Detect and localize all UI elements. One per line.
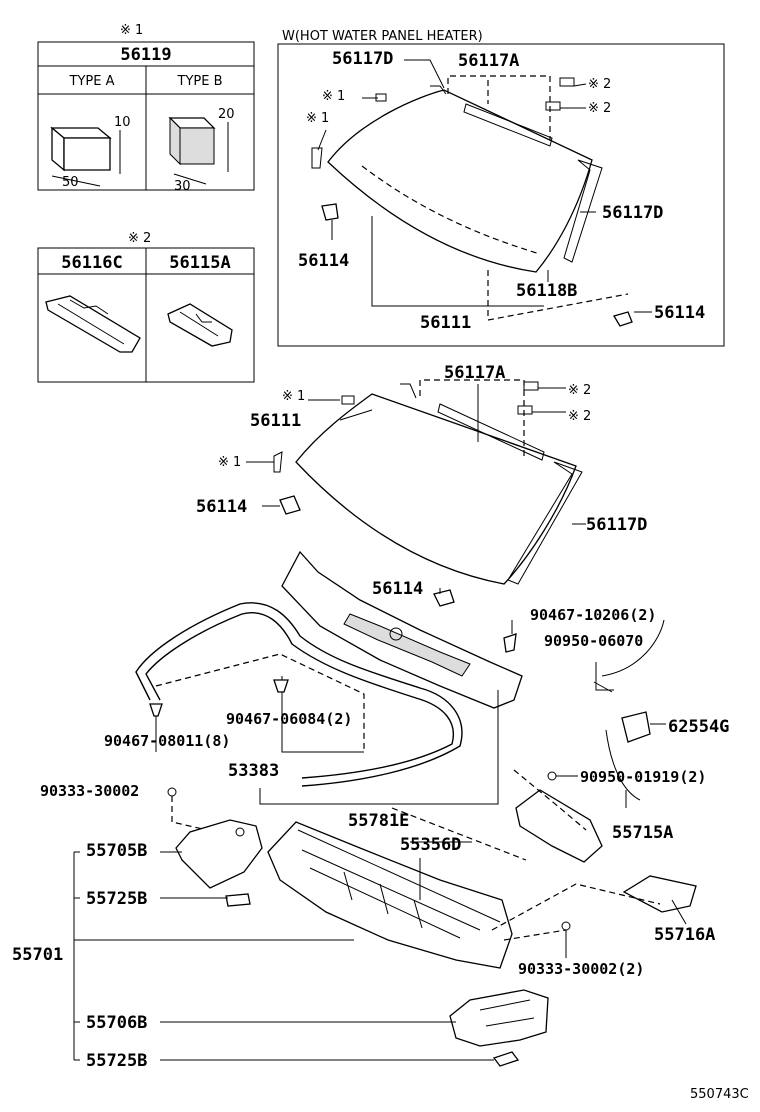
label-grommet-90950-01919: 90950-01919(2) <box>580 768 706 786</box>
label-plate-55725b-bottom: 55725B <box>86 1051 147 1071</box>
heater-label-56114-left: 56114 <box>298 251 349 271</box>
windshield-label-56117a: 56117A <box>444 363 505 383</box>
windshield-group: 56117A ※ 2 ※ 2 ※ 1 56111 ※ 1 56114 56117… <box>196 363 647 607</box>
label-clip-90467-08011: 90467-08011(8) <box>104 732 230 750</box>
legend-box-56119: ※ 1 56119 TYPE A TYPE B 10 50 20 30 <box>37 23 255 194</box>
label-brace-55706b: 55706B <box>86 1013 147 1033</box>
cowl-panel <box>267 821 513 969</box>
heater-mark-1b: ※ 1 <box>306 111 329 126</box>
part-56116c-drawing <box>45 295 141 353</box>
windshield-mark-1a: ※ 1 <box>282 389 305 404</box>
windshield-label-56114-bottom: 56114 <box>372 579 423 599</box>
type-b-height-dim: 20 <box>218 107 235 122</box>
legend-1-part-number: 56119 <box>120 45 171 65</box>
label-plate-55725b-top: 55725B <box>86 889 147 909</box>
windshield-label-56111: 56111 <box>250 411 301 431</box>
plate-top <box>225 893 251 907</box>
label-assembly-55701: 55701 <box>12 945 63 965</box>
type-a-height-dim: 10 <box>114 115 131 130</box>
legend-2-part-left: 56116C <box>61 253 122 273</box>
label-bolt-90467-10206: 90467-10206(2) <box>530 606 656 624</box>
legend-box-2: ※ 2 56116C 56115A <box>37 231 255 383</box>
heater-windshield-glass <box>327 89 593 273</box>
label-bracket-55716a: 55716A <box>654 925 715 945</box>
brace-left <box>175 819 263 889</box>
heater-box-title: W(HOT WATER PANEL HEATER) <box>282 29 483 44</box>
heater-box-frame <box>277 43 725 347</box>
windshield-mark-2b: ※ 2 <box>568 409 591 424</box>
label-bracket-55715a: 55715A <box>612 823 673 843</box>
type-a-pad-drawing <box>50 126 121 187</box>
label-nozzle-62554g: 62554G <box>668 717 729 737</box>
type-a-width-dim: 50 <box>62 175 79 190</box>
label-brace-55705b: 55705B <box>86 841 147 861</box>
label-bolt-90950-06070: 90950-06070 <box>544 632 643 650</box>
heater-label-56117a: 56117A <box>458 51 519 71</box>
windshield-label-56117d: 56117D <box>586 515 647 535</box>
brace-lower <box>449 989 549 1047</box>
legend-1-ref-mark: ※ 1 <box>120 23 143 38</box>
part-56115a-drawing <box>167 303 233 347</box>
figure-id: 550743C <box>690 1087 749 1102</box>
heater-variant-box: W(HOT WATER PANEL HEATER) 56117D 56117A … <box>277 29 725 347</box>
nozzle-part <box>621 711 651 743</box>
weatherstrip <box>135 602 463 787</box>
windshield-mark-1b: ※ 1 <box>218 455 241 470</box>
legend-1-type-b: TYPE B <box>177 74 223 89</box>
heater-label-56117d-top: 56117D <box>332 49 393 69</box>
heater-label-56114-right: 56114 <box>654 303 705 323</box>
label-pin-90333-left: 90333-30002 <box>40 782 139 800</box>
label-panel-55356d: 55356D <box>400 835 461 855</box>
windshield-mark-2a: ※ 2 <box>568 383 591 398</box>
windshield-glass <box>295 393 577 585</box>
legend-1-type-a: TYPE A <box>69 74 115 89</box>
heater-label-56117d-right: 56117D <box>602 203 663 223</box>
label-pin-90333-right: 90333-30002(2) <box>518 960 644 978</box>
legend-2-part-right: 56115A <box>169 253 230 273</box>
bracket-right-2 <box>622 875 697 913</box>
bracket-right <box>515 789 603 863</box>
heater-label-56118b: 56118B <box>516 281 577 301</box>
cowl-group: 90467-10206(2) 90950-06070 62554G 90467-… <box>12 550 729 1071</box>
heater-label-56111: 56111 <box>420 313 471 333</box>
label-louver-55781e: 55781E <box>348 811 409 831</box>
windshield-label-56114-left: 56114 <box>196 497 247 517</box>
type-b-pad-drawing <box>168 116 229 185</box>
heater-mark-2b: ※ 2 <box>588 101 611 116</box>
label-clip-90467-06084: 90467-06084(2) <box>226 710 352 728</box>
label-weatherstrip-53383: 53383 <box>228 761 279 781</box>
heater-mark-2a: ※ 2 <box>588 77 611 92</box>
heater-mark-1a: ※ 1 <box>322 89 345 104</box>
type-b-width-dim: 30 <box>174 179 191 194</box>
legend-2-ref-mark: ※ 2 <box>128 231 151 246</box>
plate-bottom <box>492 1051 520 1067</box>
